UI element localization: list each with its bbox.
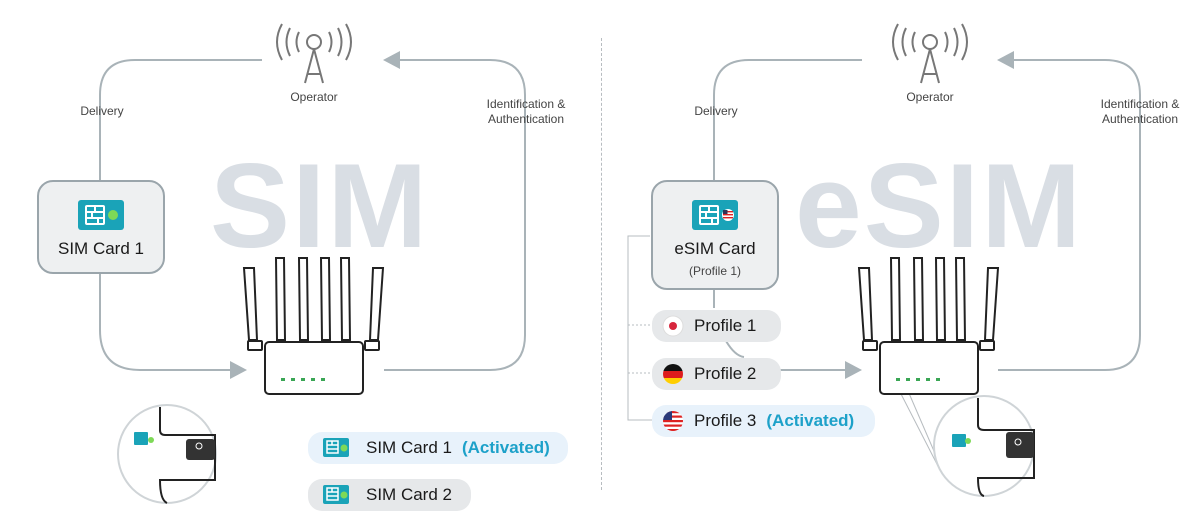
left-router-arrow	[230, 361, 247, 379]
usa-flag-icon	[723, 210, 733, 219]
profile-1-pill: Profile 1	[652, 310, 781, 342]
right-delivery-line	[713, 59, 862, 180]
left-delivery-line	[99, 59, 262, 180]
esim-card-icon	[692, 200, 738, 230]
sim-card-title: SIM Card 1	[58, 239, 144, 258]
right-auth-arrow	[997, 51, 1014, 69]
sim-slot-1: SIM Card 1 (Activated)	[308, 432, 568, 464]
profile-2-label: Profile 2	[694, 364, 757, 383]
right-operator-label: Operator	[906, 90, 954, 104]
left-card-to-router-line	[99, 272, 232, 371]
right-delivery-label: Delivery	[694, 104, 738, 118]
right-ident-line2: Authentication	[1101, 112, 1179, 126]
left-zoom-circle	[117, 404, 217, 504]
left-delivery-label: Delivery	[80, 104, 124, 118]
sim-watermark: SIM	[210, 139, 430, 273]
left-operator-label: Operator	[290, 90, 338, 104]
sim-slot-1-status: (Activated)	[461, 438, 550, 457]
profile-3-status: (Activated)	[766, 411, 855, 430]
esim-watermark: eSIM	[795, 139, 1084, 273]
profile-1-label: Profile 1	[694, 316, 757, 335]
esim-card-title: eSIM Card	[674, 239, 756, 258]
sim-slot-2: SIM Card 2	[308, 479, 471, 511]
esim-card-box: eSIM Card (Profile 1)	[651, 180, 779, 290]
left-router-icon	[242, 257, 385, 395]
profile-2-pill: Profile 2	[652, 358, 781, 390]
right-router-arrow	[845, 361, 862, 379]
right-zoom-circle	[933, 395, 1035, 497]
esim-card-subtitle: (Profile 1)	[688, 264, 741, 278]
center-divider	[601, 38, 602, 490]
profile-3-label: Profile 3	[694, 411, 757, 430]
right-profile-link	[725, 340, 745, 358]
left-ident-line1: Identification &	[486, 97, 566, 111]
left-ident-label: Identification & Authentication	[468, 97, 584, 127]
usa-flag-icon	[663, 411, 683, 431]
japan-flag-icon	[662, 315, 684, 337]
sim-slot-2-label: SIM Card 2	[366, 485, 452, 504]
sim-slot-1-label: SIM Card 1	[366, 438, 452, 457]
right-ident-line1: Identification &	[1100, 97, 1180, 111]
right-tower-icon	[892, 23, 968, 84]
left-ident-line2: Authentication	[487, 112, 565, 126]
left-auth-arrow	[383, 51, 400, 69]
right-ident-label: Identification & Authentication	[1082, 97, 1198, 127]
sim-card-box: SIM Card 1	[37, 180, 165, 274]
right-auth-line	[998, 59, 1141, 371]
sim-card-icon	[323, 438, 349, 457]
profile-3-pill: Profile 3 (Activated)	[652, 405, 875, 437]
left-tower-icon	[276, 23, 352, 84]
right-router-icon	[857, 257, 1000, 395]
sim-card-icon	[323, 485, 349, 504]
germany-flag-icon	[663, 364, 683, 384]
left-auth-line	[384, 59, 526, 371]
profile-bracket	[627, 235, 652, 421]
sim-card-icon	[78, 200, 124, 230]
